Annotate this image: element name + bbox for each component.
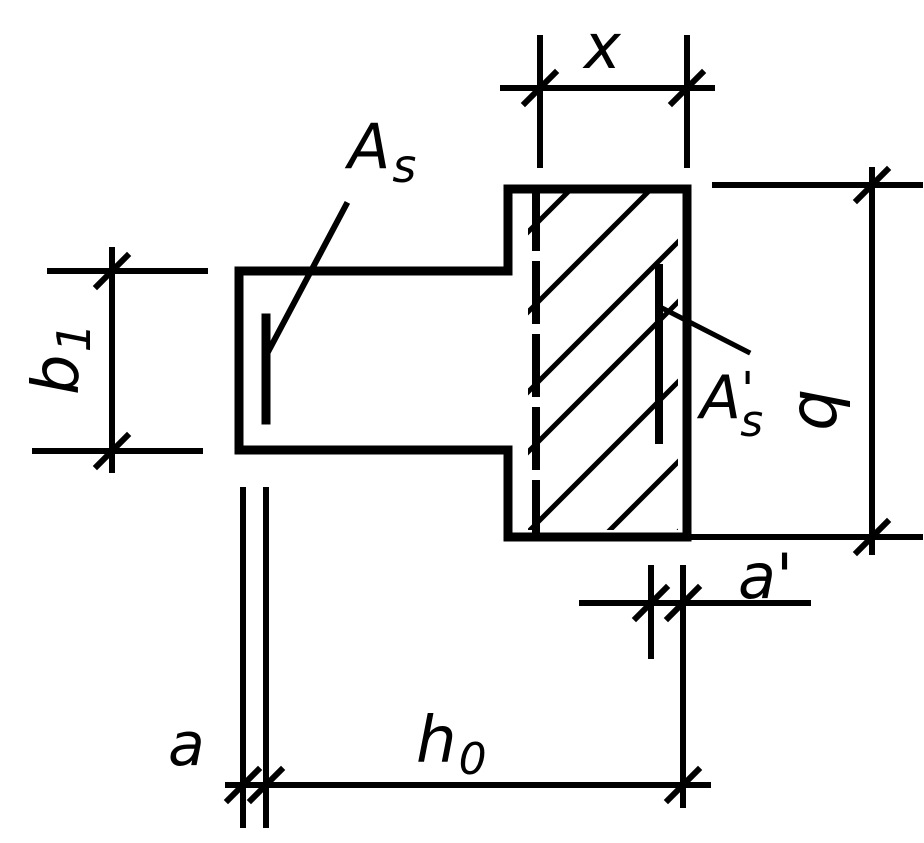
label-h0: h0 — [416, 704, 487, 785]
as-leader-line — [263, 200, 351, 357]
label-a-prime: a' — [738, 540, 793, 613]
label-as-prime: A's — [696, 362, 763, 447]
label-x: x — [582, 10, 622, 83]
dimension-h0 — [223, 487, 711, 828]
label-as: As — [344, 110, 416, 193]
dimension-x — [500, 35, 715, 168]
label-b1: b1 — [20, 323, 101, 395]
compression-zone-hatch — [528, 192, 678, 530]
dimension-b1 — [32, 247, 208, 473]
dimension-b — [687, 165, 923, 557]
label-b: b — [784, 389, 861, 431]
label-a: a — [168, 710, 205, 780]
as-prime-leader-line — [658, 304, 752, 356]
